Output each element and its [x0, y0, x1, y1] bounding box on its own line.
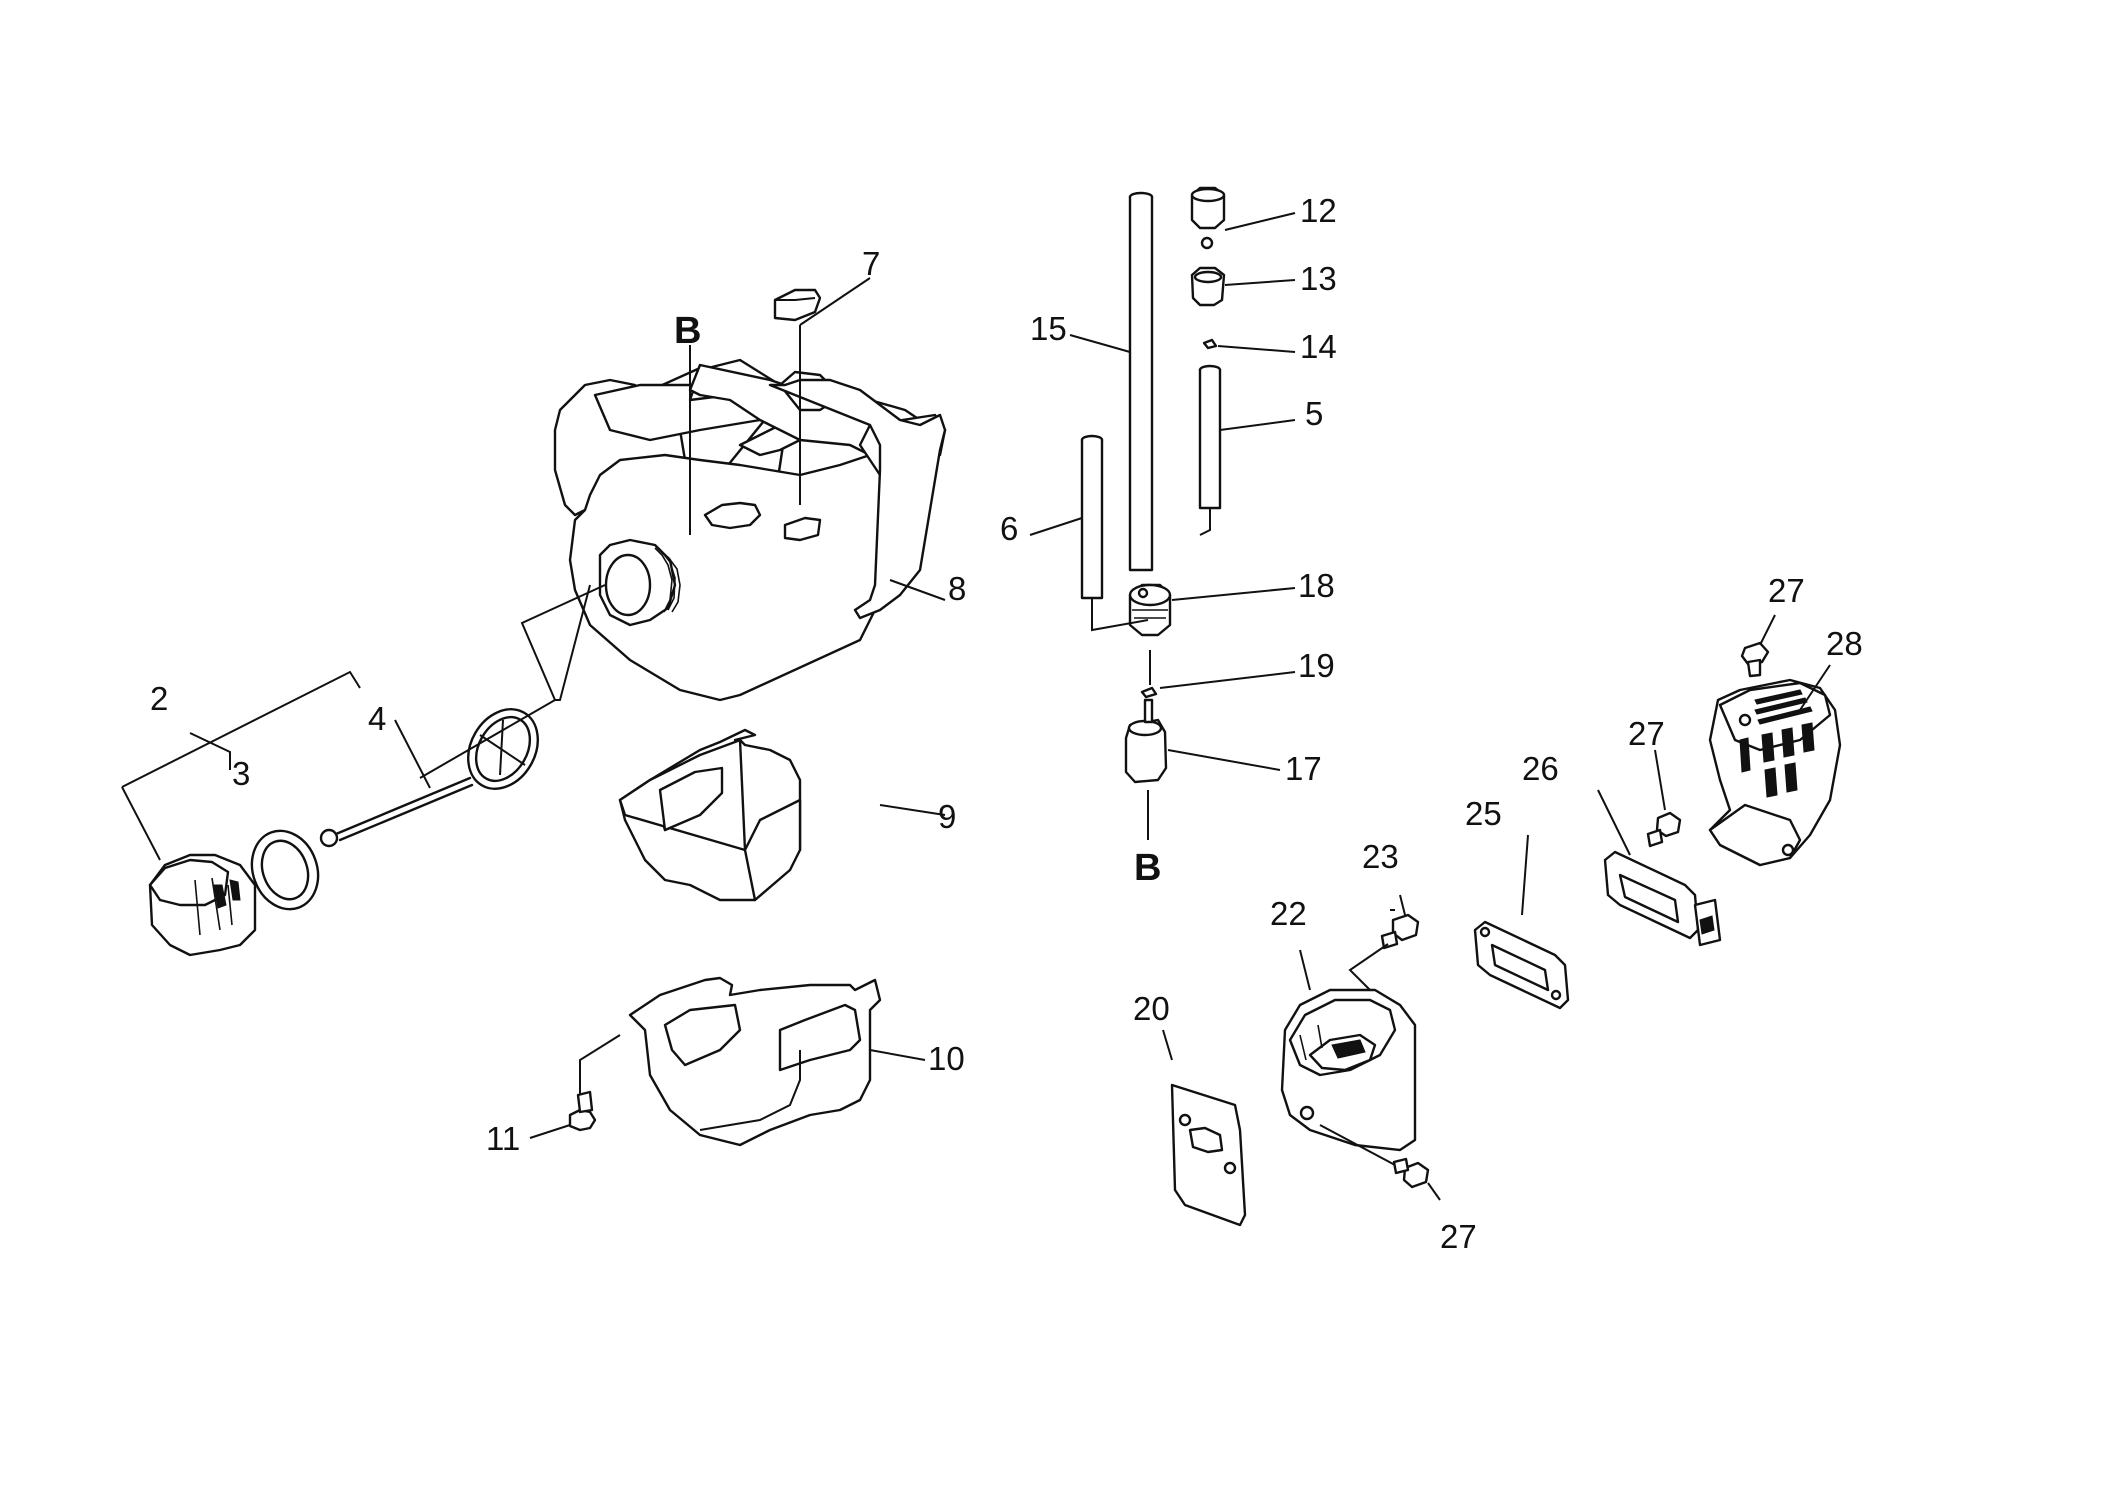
- label-19: 19: [1298, 647, 1335, 684]
- fuel-strainer: [319, 708, 539, 848]
- grommet-18: [1128, 583, 1172, 637]
- tank-shield: [618, 728, 802, 902]
- clip-14: [1202, 338, 1218, 350]
- vent-cap-13: [1190, 266, 1226, 307]
- fuel-pipe-5: [1198, 364, 1222, 510]
- clip-19: [1140, 686, 1158, 699]
- fuel-pipe-15: [1128, 191, 1154, 572]
- fuel-cap: [148, 853, 257, 957]
- muffler-gasket-20: [1170, 1083, 1247, 1227]
- label-15: 15: [1030, 310, 1067, 347]
- screw-27-top: [1740, 641, 1770, 678]
- vent-cap-12: [1190, 186, 1226, 250]
- fuel-pipe-6: [1080, 434, 1104, 600]
- label-12: 12: [1300, 192, 1337, 229]
- muffler-cover: [1708, 678, 1842, 867]
- screw-11: [568, 1090, 597, 1132]
- label-10: 10: [928, 1040, 965, 1077]
- label-11: 11: [486, 1120, 520, 1157]
- label-25: 25: [1465, 795, 1502, 832]
- reference-b-top: B: [674, 310, 701, 352]
- fuel-tank: [553, 358, 947, 702]
- label-20: 20: [1133, 990, 1170, 1027]
- exhaust-gasket-25: [1473, 920, 1570, 1010]
- label-28: 28: [1826, 625, 1863, 662]
- label-5: 5: [1305, 395, 1323, 432]
- screw-27-middle: [1646, 811, 1682, 848]
- reference-b-bottom: B: [1134, 847, 1161, 889]
- exhaust-plate-26: [1603, 850, 1722, 947]
- label-4: 4: [368, 700, 386, 737]
- label-14: 14: [1300, 328, 1337, 365]
- label-6: 6: [1000, 510, 1018, 547]
- label-7: 7: [862, 245, 880, 282]
- screw-27-bottom: [1392, 1157, 1430, 1189]
- tank-cover: [628, 976, 882, 1147]
- label-8: 8: [948, 570, 966, 607]
- screw-23: [1380, 913, 1420, 950]
- label-18: 18: [1298, 567, 1335, 604]
- tank-pad: [773, 288, 822, 322]
- label-9: 9: [938, 798, 956, 835]
- label-3: 3: [232, 755, 250, 792]
- label-27-middle: 27: [1628, 715, 1665, 752]
- label-26: 26: [1522, 750, 1559, 787]
- label-27-top: 27: [1768, 572, 1805, 609]
- muffler: [1280, 988, 1417, 1152]
- label-22: 22: [1270, 895, 1307, 932]
- part-labels: 2 3 4 5 6 7 8 9 10 11 12 13 14 15 17 18 …: [150, 192, 1863, 1255]
- label-13: 13: [1300, 260, 1337, 297]
- label-27-bottom: 27: [1440, 1218, 1477, 1255]
- label-2: 2: [150, 680, 168, 717]
- label-17: 17: [1285, 750, 1322, 787]
- gasket-ring: [250, 829, 320, 911]
- label-23: 23: [1362, 838, 1399, 875]
- fuel-filter: [1124, 698, 1168, 784]
- leader-lines: [121, 212, 1831, 1201]
